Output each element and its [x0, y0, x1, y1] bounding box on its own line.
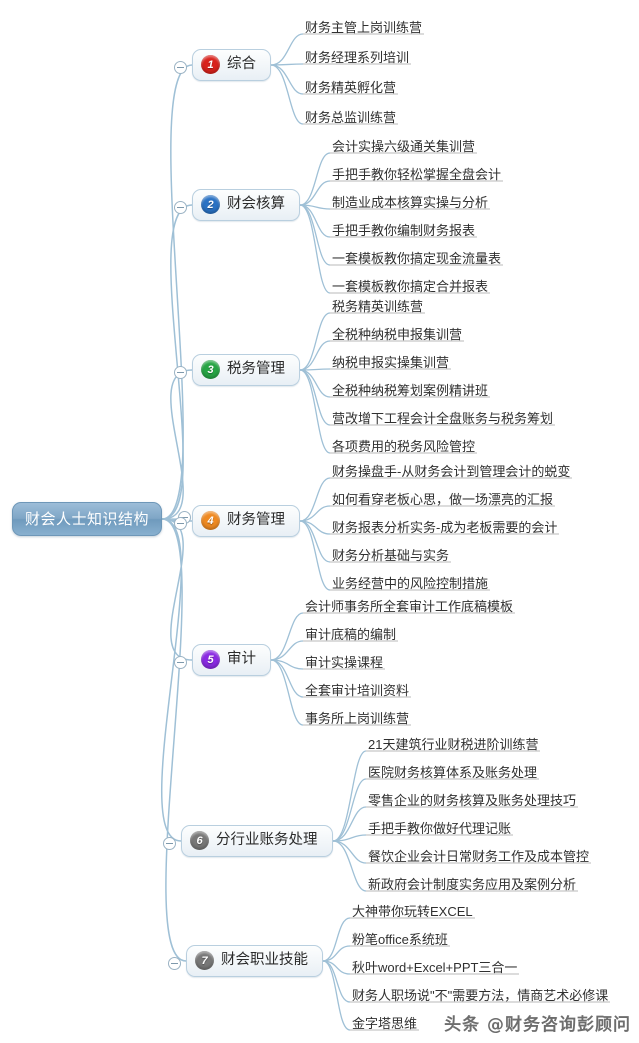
branch-badge-2: 2 [201, 195, 220, 214]
leaf-node[interactable]: 各项费用的税务风险管控 [332, 439, 476, 454]
leaf-node[interactable]: 餐饮企业会计日常财务工作及成本管控 [368, 849, 590, 864]
leaf-node[interactable]: 财务分析基础与实务 [332, 548, 450, 563]
leaf-node[interactable]: 全套审计培训资料 [305, 683, 410, 698]
branch-node-3[interactable]: 3 税务管理 [192, 354, 300, 386]
leaf-node[interactable]: 一套模板教你搞定现金流量表 [332, 251, 502, 266]
leaf-node[interactable]: 财务人职场说"不"需要方法，情商艺术必修课 [352, 988, 609, 1003]
leaf-node[interactable]: 秋叶word+Excel+PPT三合一 [352, 960, 518, 975]
branch-label: 综合 [227, 56, 256, 73]
branch-node-1[interactable]: 1 综合 [192, 49, 271, 81]
branch-badge-5: 5 [201, 650, 220, 669]
root-node[interactable]: 财会人士知识结构 [12, 502, 163, 536]
leaf-node[interactable]: 财务总监训练营 [305, 110, 397, 125]
branch-label: 审计 [227, 651, 256, 668]
branch-node-7[interactable]: 7 财会职业技能 [186, 945, 323, 977]
branch-collapse-toggle-1[interactable] [174, 61, 187, 74]
leaf-node[interactable]: 制造业成本核算实操与分析 [332, 195, 489, 210]
branch-label: 财务管理 [227, 512, 285, 529]
leaf-node[interactable]: 事务所上岗训练营 [305, 711, 410, 726]
branch-badge-1: 1 [201, 55, 220, 74]
leaf-node[interactable]: 纳税申报实操集训营 [332, 355, 450, 370]
branch-label: 税务管理 [227, 361, 285, 378]
branch-label: 财会核算 [227, 196, 285, 213]
leaf-node[interactable]: 一套模板教你搞定合并报表 [332, 279, 489, 294]
leaf-node[interactable]: 会计师事务所全套审计工作底稿模板 [305, 599, 514, 614]
leaf-node[interactable]: 财务操盘手-从财务会计到管理会计的蜕变 [332, 464, 571, 479]
branch-badge-3: 3 [201, 360, 220, 379]
leaf-node[interactable]: 如何看穿老板心思，做一场漂亮的汇报 [332, 492, 554, 507]
leaf-node[interactable]: 财务精英孵化营 [305, 80, 397, 95]
leaf-node[interactable]: 手把手教你轻松掌握全盘会计 [332, 167, 502, 182]
leaf-node[interactable]: 财务经理系列培训 [305, 50, 410, 65]
branch-badge-7: 7 [195, 951, 214, 970]
branch-collapse-toggle-5[interactable] [174, 656, 187, 669]
leaf-node[interactable]: 审计底稿的编制 [305, 627, 397, 642]
branch-collapse-toggle-4[interactable] [174, 517, 187, 530]
leaf-node[interactable]: 手把手教你编制财务报表 [332, 223, 476, 238]
branch-collapse-toggle-7[interactable] [168, 957, 181, 970]
leaf-node[interactable]: 财务主管上岗训练营 [305, 20, 423, 35]
branch-node-6[interactable]: 6 分行业账务处理 [181, 825, 333, 857]
leaf-node[interactable]: 审计实操课程 [305, 655, 384, 670]
leaf-node[interactable]: 金字塔思维 [352, 1016, 418, 1031]
leaf-node[interactable]: 会计实操六级通关集训营 [332, 139, 476, 154]
leaf-node[interactable]: 21天建筑行业财税进阶训练营 [368, 737, 539, 752]
branch-collapse-toggle-2[interactable] [174, 201, 187, 214]
branch-node-4[interactable]: 4 财务管理 [192, 505, 300, 537]
leaf-node[interactable]: 大神带你玩转EXCEL [352, 904, 473, 919]
branch-collapse-toggle-6[interactable] [163, 837, 176, 850]
leaf-node[interactable]: 全税种纳税筹划案例精讲班 [332, 383, 489, 398]
leaf-node[interactable]: 营改增下工程会计全盘账务与税务筹划 [332, 411, 554, 426]
leaf-node[interactable]: 粉笔office系统班 [352, 932, 448, 947]
leaf-node[interactable]: 财务报表分析实务-成为老板需要的会计 [332, 520, 558, 535]
leaf-node[interactable]: 业务经营中的风险控制措施 [332, 576, 489, 591]
branch-label: 财会职业技能 [221, 952, 308, 969]
branch-label: 分行业账务处理 [216, 832, 318, 849]
leaf-node[interactable]: 零售企业的财务核算及账务处理技巧 [368, 793, 577, 808]
branch-badge-4: 4 [201, 511, 220, 530]
root-label: 财会人士知识结构 [25, 511, 150, 528]
leaf-node[interactable]: 税务精英训练营 [332, 299, 424, 314]
branch-collapse-toggle-3[interactable] [174, 366, 187, 379]
branch-node-2[interactable]: 2 财会核算 [192, 189, 300, 221]
leaf-node[interactable]: 手把手教你做好代理记账 [368, 821, 512, 836]
leaf-node[interactable]: 医院财务核算体系及账务处理 [368, 765, 538, 780]
leaf-node[interactable]: 新政府会计制度实务应用及案例分析 [368, 877, 577, 892]
branch-badge-6: 6 [190, 831, 209, 850]
branch-node-5[interactable]: 5 审计 [192, 644, 271, 676]
leaf-node[interactable]: 全税种纳税申报集训营 [332, 327, 463, 342]
watermark: 头条 @财务咨询彭顾问 [444, 1015, 631, 1035]
